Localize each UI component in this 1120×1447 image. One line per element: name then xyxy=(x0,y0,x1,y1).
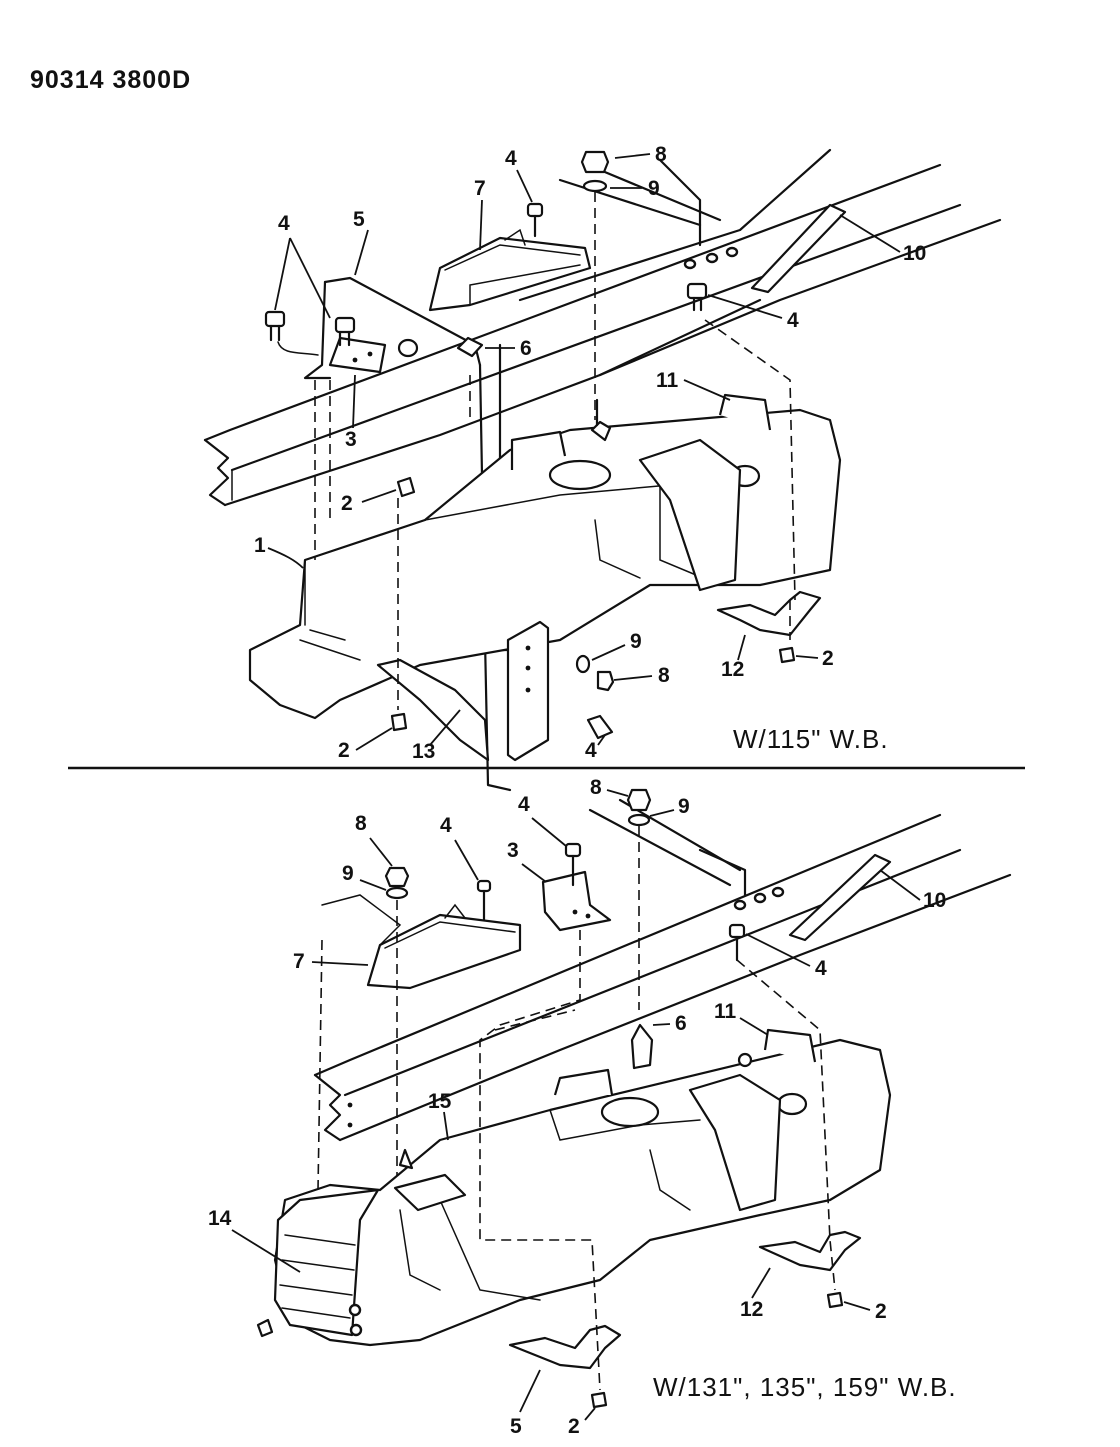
upper-callout: 8 xyxy=(655,143,667,166)
lower-strap-5 xyxy=(508,1324,622,1370)
lower-nut-8a xyxy=(626,788,652,1010)
lower-callout: 10 xyxy=(923,889,946,912)
lower-bolt-4b xyxy=(476,879,492,922)
upper-callout: 11 xyxy=(656,369,679,392)
upper-callout: 4 xyxy=(505,147,517,170)
upper-brace-10 xyxy=(750,203,847,294)
upper-washer-9 xyxy=(575,654,591,674)
lower-bolt-4c xyxy=(728,923,746,962)
upper-strap-12 xyxy=(716,590,822,637)
lower-callout: 4 xyxy=(518,793,530,816)
lower-callout: 11 xyxy=(714,1000,737,1023)
lower-stud-6 xyxy=(630,1023,654,1070)
upper-bolt-4b xyxy=(334,316,356,347)
upper-wheelbase-label: W/115" W.B. xyxy=(733,724,889,754)
lower-callout: 2 xyxy=(568,1415,580,1438)
upper-callout: 2 xyxy=(341,492,353,515)
upper-strap-13 xyxy=(376,658,490,762)
lower-nut-8b xyxy=(384,866,410,1180)
lower-bracket-3 xyxy=(541,870,612,932)
lower-callout: 4 xyxy=(440,814,452,837)
lower-callout: 8 xyxy=(355,812,367,835)
upper-bolt-4e xyxy=(586,714,614,740)
upper-bolt-4d xyxy=(686,282,708,312)
upper-nut-2b xyxy=(390,712,408,732)
upper-callout: 2 xyxy=(338,739,350,762)
lower-callout: 5 xyxy=(510,1415,522,1438)
lower-callout: 15 xyxy=(428,1090,452,1113)
upper-callout: 5 xyxy=(353,208,365,231)
upper-bolt-4c xyxy=(526,202,544,238)
lower-callouts: 8 9 4 8 9 4 3 7 10 4 6 11 15 14 xyxy=(208,776,946,1438)
upper-callout: 12 xyxy=(721,658,744,681)
upper-nut-2c xyxy=(778,646,796,664)
upper-bracket-7 xyxy=(428,228,592,312)
upper-callout: 4 xyxy=(585,739,597,762)
lower-callout: 4 xyxy=(815,957,827,980)
lower-callout: 2 xyxy=(875,1300,887,1323)
lower-nut-2a xyxy=(826,1291,844,1309)
lower-callout: 14 xyxy=(208,1207,232,1230)
lower-callout: 9 xyxy=(342,862,354,885)
upper-callouts: 4 5 7 4 8 9 10 4 6 3 2 1 11 9 xyxy=(254,143,926,763)
upper-stud-6 xyxy=(456,336,484,358)
upper-callout: 2 xyxy=(822,647,834,670)
lower-callout: 3 xyxy=(507,839,519,862)
upper-bolt-4a xyxy=(264,310,319,356)
lower-callout: 7 xyxy=(293,950,305,973)
upper-callout: 9 xyxy=(648,177,660,200)
upper-grommet xyxy=(397,338,419,358)
lower-nut-2b xyxy=(590,1391,608,1409)
upper-fuel-tank xyxy=(248,393,842,720)
upper-callout: 1 xyxy=(254,534,266,557)
upper-callout: 10 xyxy=(903,242,926,265)
lower-callout: 8 xyxy=(590,776,602,799)
upper-nut-2a xyxy=(396,476,416,498)
upper-bracket-3 xyxy=(328,336,387,374)
upper-callout: 6 xyxy=(520,337,532,360)
upper-callout: 4 xyxy=(787,309,799,332)
lower-bracket-7 xyxy=(321,894,522,990)
upper-callout: 9 xyxy=(630,630,642,653)
upper-nut-8-top xyxy=(580,150,610,420)
upper-callout: 4 xyxy=(278,212,290,235)
lower-strap-12 xyxy=(758,1230,862,1272)
lower-callout: 9 xyxy=(678,795,690,818)
lower-callout: 12 xyxy=(740,1298,763,1321)
upper-callout: 13 xyxy=(412,740,435,763)
lower-brace-10 xyxy=(788,853,892,942)
lower-view: 8 9 4 8 9 4 3 7 10 4 6 11 15 14 xyxy=(208,776,1012,1438)
upper-view: 4 5 7 4 8 9 10 4 6 3 2 1 11 9 xyxy=(203,143,1002,792)
drawing-code: 90314 3800D xyxy=(30,66,191,94)
upper-callout: 3 xyxy=(345,428,357,451)
lower-wheelbase-label: W/131", 135", 159" W.B. xyxy=(653,1372,957,1402)
lower-fuel-tank xyxy=(273,1028,892,1347)
upper-nut-8 xyxy=(596,670,615,692)
lower-shield-14 xyxy=(256,1188,380,1338)
upper-callout: 8 xyxy=(658,664,670,687)
lower-bolt-4a xyxy=(564,842,582,887)
upper-callout: 7 xyxy=(474,177,486,200)
lower-callout: 6 xyxy=(675,1012,687,1035)
lower-pad-15 xyxy=(393,1173,467,1212)
